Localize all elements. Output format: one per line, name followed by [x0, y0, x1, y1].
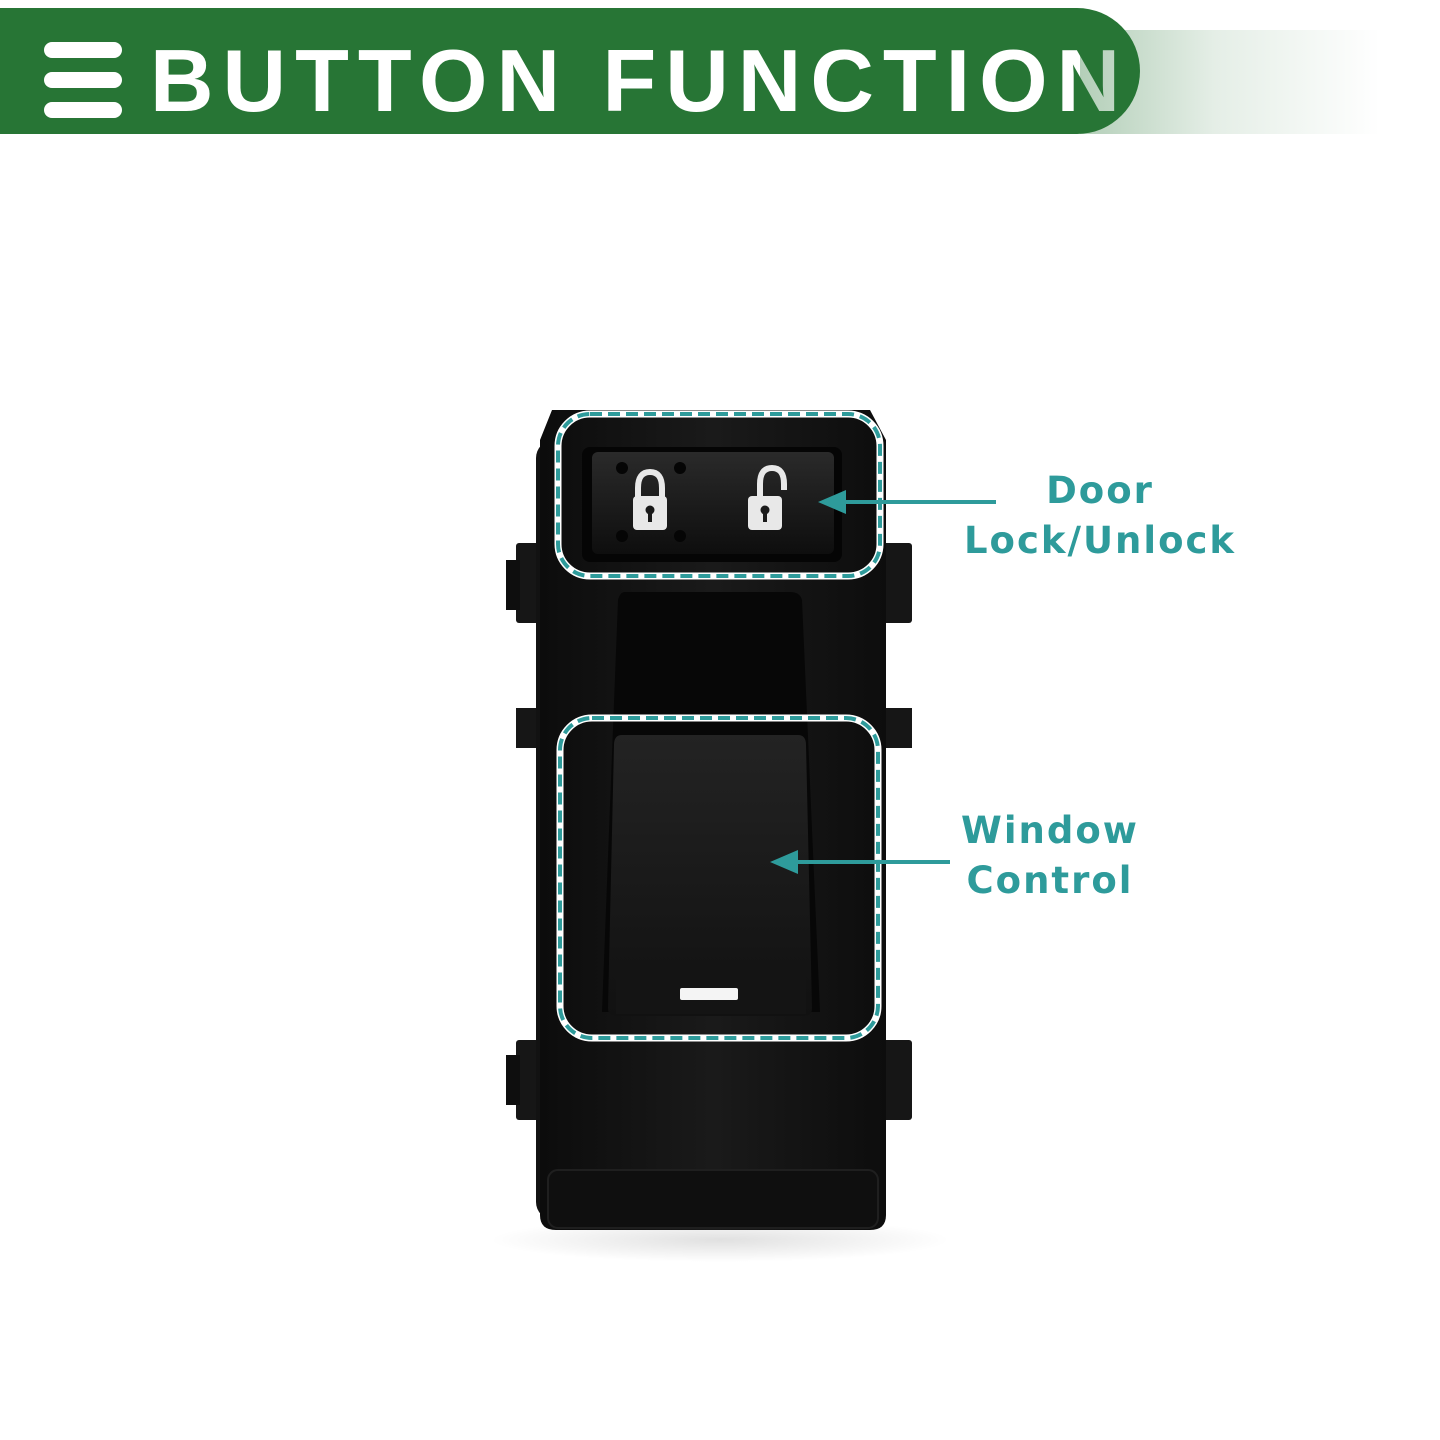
lock-highlight [556, 412, 882, 578]
lock-open-icon [748, 464, 787, 530]
door-lock-callout-line2: Lock/Unlock [963, 519, 1237, 562]
door-lock-callout: Door Lock/Unlock [960, 466, 1240, 566]
window-highlight [558, 716, 880, 1040]
rocker-indicator [680, 988, 738, 1000]
window-control-callout: Window Control [940, 806, 1160, 906]
lower-plate [547, 1169, 879, 1229]
window-rocker [608, 735, 812, 1016]
window-control-callout-line1: Window [961, 809, 1139, 852]
lock-panel-dots [616, 462, 686, 542]
lock-panel [592, 452, 834, 554]
header-banner: BUTTON FUNCTION [0, 8, 1140, 134]
lock-closed-icon [633, 468, 667, 530]
lock-arrow [818, 490, 996, 514]
side-clips-right [878, 543, 912, 1120]
page-title: BUTTON FUNCTION [150, 31, 1130, 130]
menu-icon [44, 42, 122, 118]
window-control-callout-line2: Control [966, 859, 1134, 902]
window-arrow [770, 850, 950, 874]
door-lock-callout-line1: Door [1046, 469, 1154, 512]
banner-fade [1080, 30, 1380, 134]
